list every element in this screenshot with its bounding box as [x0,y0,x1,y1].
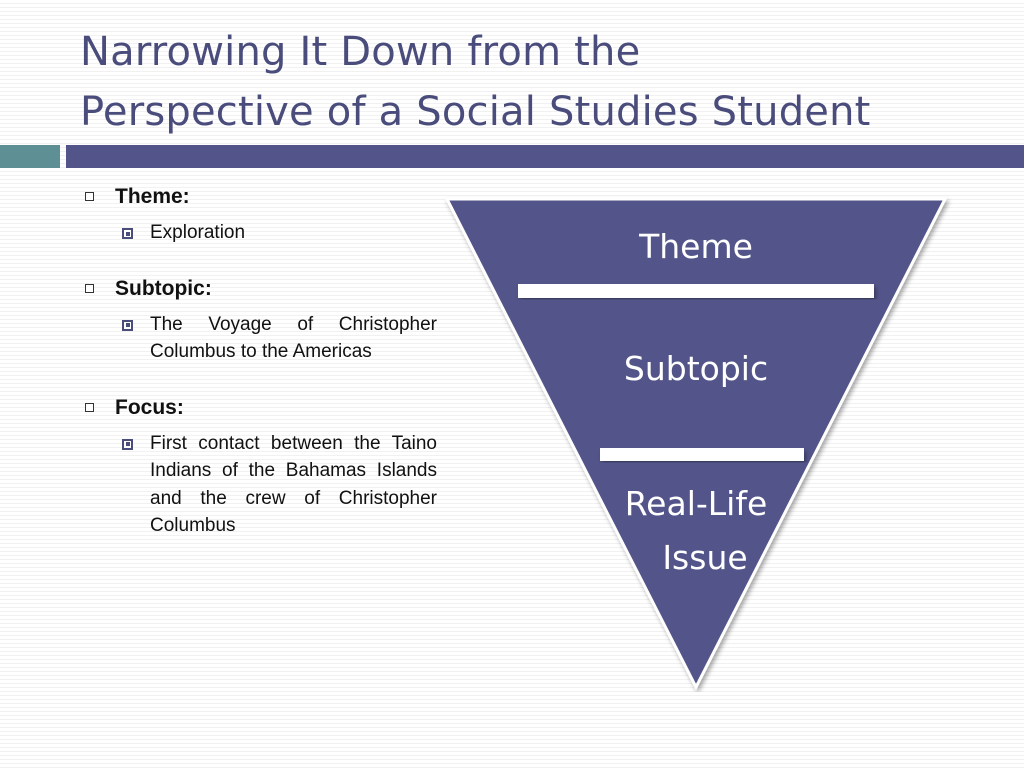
hollow-square-bullet-icon [85,402,94,412]
bullet-list: Theme: Exploration Subtopic: The Voyage … [80,183,440,568]
bullet-heading-focus: Focus: [115,395,184,419]
funnel-level-issue: Issue [662,538,748,577]
accent-bar-purple [66,145,1024,168]
bullet-group-focus: Focus: First contact between the Taino I… [80,394,440,540]
funnel-divider-lower [600,448,804,461]
funnel-level-subtopic: Subtopic [623,349,769,388]
square-bullet-icon [122,228,133,239]
funnel-level-real-life: Real-Life [624,484,768,523]
accent-bar-teal [0,145,60,168]
square-bullet-icon [122,319,133,331]
bullet-detail-theme: Exploration [150,222,246,243]
funnel-level-theme: Theme [639,227,753,266]
slide-title: Narrowing It Down from the Perspective o… [80,22,1000,142]
bullet-detail-focus: First contact between the Taino Indians … [150,432,437,537]
hollow-square-bullet-icon [85,192,94,201]
slide-title-line-1: Narrowing It Down from the [80,29,641,75]
funnel-divider-upper [518,284,874,298]
funnel-diagram: Theme Subtopic Real-Life Issue [440,192,960,692]
hollow-square-bullet-icon [85,283,94,293]
square-bullet-icon [122,438,133,450]
funnel-triangle [444,197,948,691]
bullet-heading-theme: Theme: [115,185,190,208]
bullet-detail-subtopic: The Voyage of Christopher Columbus to th… [150,313,437,363]
slide-title-line-2: Perspective of a Social Studies Student [80,89,871,135]
funnel-graphic [444,197,948,691]
bullet-heading-subtopic: Subtopic: [115,276,212,300]
bullet-group-subtopic: Subtopic: The Voyage of Christopher Colu… [80,275,440,366]
bullet-group-theme: Theme: Exploration [80,183,440,247]
